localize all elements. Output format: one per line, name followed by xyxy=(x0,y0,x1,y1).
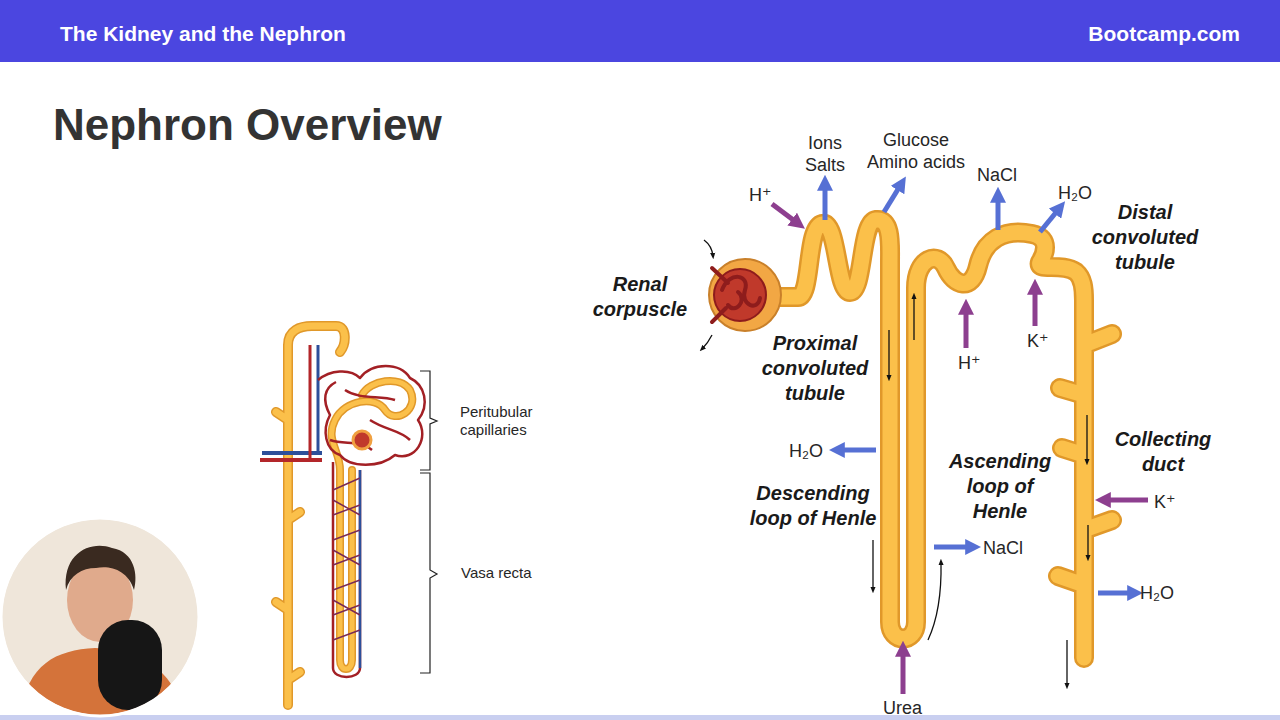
vein xyxy=(262,451,322,455)
webcam-background xyxy=(0,515,202,720)
segment-name: Distal convoluted tubule xyxy=(1079,200,1211,275)
solute-label: Ions Salts xyxy=(794,132,856,176)
flow-arrow xyxy=(704,240,713,256)
reabsorption-arrow xyxy=(884,186,900,212)
water-label: H₂O xyxy=(1140,582,1174,604)
header-band: The Kidney and the Nephron Bootcamp.com xyxy=(0,0,1280,62)
vasa-recta-venous xyxy=(359,470,362,668)
secretion-arrow xyxy=(772,204,796,222)
flow-arrow xyxy=(888,330,889,378)
bottom-strip xyxy=(0,715,1280,720)
ion-label: NaCl xyxy=(983,537,1023,559)
secretion-arrow xyxy=(964,310,969,348)
solute-label: Glucose Amino acids xyxy=(860,129,972,173)
solute-label: Urea xyxy=(883,697,922,719)
flow-arrow xyxy=(872,540,873,590)
venule xyxy=(317,345,320,452)
ion-label: K⁺ xyxy=(1154,491,1176,513)
secretion-arrow xyxy=(901,652,906,694)
flow-arrow xyxy=(913,296,914,340)
header-brand: Bootcamp.com xyxy=(840,21,1240,46)
ion-label: H⁺ xyxy=(749,184,772,206)
flow-arrow xyxy=(1066,640,1067,686)
reabsorption-arrow xyxy=(934,545,970,550)
ion-label: H⁺ xyxy=(958,352,981,374)
ion-label: NaCl xyxy=(977,164,1017,186)
loop-fill xyxy=(332,381,413,669)
bracket xyxy=(420,473,437,673)
slide-title: Nephron Overview xyxy=(53,98,442,151)
water-label: H₂O xyxy=(789,440,823,462)
bracket-label: Peritubular capillaries xyxy=(460,403,564,439)
vasa-recta-outer xyxy=(333,462,360,677)
reabsorption-arrow xyxy=(1040,210,1058,232)
presenter-hair xyxy=(66,546,136,590)
flow-arrow xyxy=(928,562,941,640)
glomerulus-loops xyxy=(712,268,760,322)
segment-name: Ascending loop of Henle xyxy=(937,449,1063,524)
reabsorption-arrow xyxy=(996,198,1001,230)
glomerulus xyxy=(353,431,371,449)
segment-name: Proximal convoluted tubule xyxy=(752,331,878,406)
segment-name: Renal corpuscle xyxy=(579,272,701,322)
header-topic: The Kidney and the Nephron xyxy=(60,21,660,46)
artery xyxy=(260,458,322,462)
bracket xyxy=(420,371,437,470)
webcam-border xyxy=(1,518,199,716)
tubule-outline xyxy=(778,220,1112,658)
flow-arrow xyxy=(1087,525,1088,558)
flow-arrow xyxy=(1086,415,1087,462)
segment-name: Collecting duct xyxy=(1102,427,1224,477)
bracket-label: Vasa recta xyxy=(461,564,532,582)
ion-label: K⁺ xyxy=(1027,330,1049,352)
vasa-recta-mesh xyxy=(333,478,360,640)
reabsorption-arrow xyxy=(823,186,828,220)
bowman-capsule xyxy=(709,259,781,331)
loop-outline xyxy=(332,381,413,669)
water-label: H₂O xyxy=(1058,182,1092,204)
microphone xyxy=(98,620,162,710)
reabsorption-arrow xyxy=(840,448,876,453)
secretion-arrow xyxy=(1106,498,1148,503)
arteriole xyxy=(309,345,312,458)
flow-arrow xyxy=(702,335,712,349)
segment-name: Descending loop of Henle xyxy=(745,481,881,531)
tubule-fill xyxy=(778,220,1112,658)
webcam xyxy=(0,515,202,720)
reabsorption-arrow xyxy=(1098,591,1132,596)
secretion-arrow xyxy=(1033,290,1038,326)
peritubular-capillaries xyxy=(318,366,425,465)
